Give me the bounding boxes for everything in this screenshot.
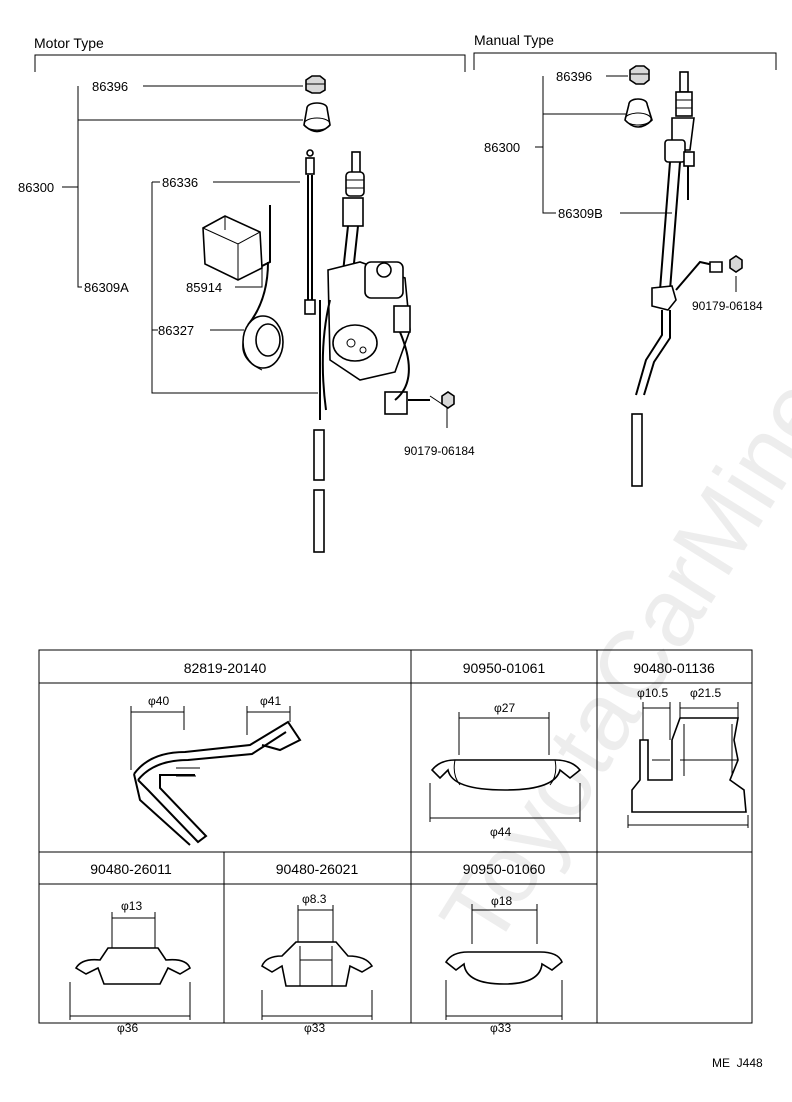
part-no-82819-20140: 82819-20140: [184, 660, 267, 676]
dim-phi8-3: φ8.3: [302, 892, 327, 906]
manual-type-section: Manual Type 86396 86300 86309B 90179-061…: [473, 32, 777, 487]
part-no-90480-01136: 90480-01136: [633, 660, 715, 676]
manual-type-title: Manual Type: [474, 32, 554, 48]
part-no-90480-26021: 90480-26021: [276, 861, 359, 877]
dim-phi27: φ27: [494, 701, 515, 715]
motor-type-title: Motor Type: [34, 35, 104, 51]
dim-phi41: φ41: [260, 694, 281, 708]
label-86309b: 86309B: [558, 206, 603, 221]
motor-type-bracket: [34, 54, 466, 72]
grommet-90950-01061: φ27 φ44: [429, 701, 582, 839]
grommet-90950-01060: φ18 φ33: [444, 894, 563, 1035]
part-no-90950-01060: 90950-01060: [463, 861, 546, 877]
dim-phi40: φ40: [148, 694, 169, 708]
clip-90480-01136: φ10.5 φ21.5: [627, 686, 749, 828]
lower-tube-motor: [313, 429, 325, 553]
table-border: [38, 649, 753, 1024]
clip-90480-26021: φ8.3 φ33: [261, 892, 374, 1035]
clip-90480-26011: φ13 φ36: [69, 899, 191, 1035]
label-90179-manual: 90179-06184: [692, 299, 763, 313]
watermark-text: ToyotaCarMine.ru: [420, 265, 792, 964]
manual-type-bracket: [473, 52, 777, 70]
nut-86396-motor: [305, 75, 326, 94]
motor-leader-lines: [62, 85, 448, 428]
clip-82819-20140: φ40 φ41: [130, 694, 302, 846]
label-86309a: 86309A: [84, 280, 129, 295]
dim-phi10-5: φ10.5: [637, 686, 668, 700]
grommet-86327: [242, 315, 284, 371]
nut-86396-manual: [629, 65, 650, 85]
bushing-86309b: [624, 98, 653, 128]
dim-phi33-b: φ33: [490, 1021, 511, 1035]
label-90179-motor: 90179-06184: [404, 444, 475, 458]
motor-type-section: Motor Type 86396 86300 86336 86309A 8591…: [18, 35, 475, 553]
label-86336: 86336: [162, 175, 198, 190]
label-86300-motor: 86300: [18, 180, 54, 195]
relay-85914: [202, 205, 271, 326]
label-86300-manual: 86300: [484, 140, 520, 155]
dim-phi44: φ44: [490, 825, 511, 839]
lower-tube-manual: [631, 413, 643, 487]
antenna-rod-86336: [304, 149, 316, 315]
manual-bracket-mount: [635, 255, 743, 396]
part-no-90950-01061: 90950-01061: [463, 660, 546, 676]
parts-table: 82819-20140 90950-01061 90480-01136 9048…: [38, 649, 753, 1035]
table-grid: [39, 650, 752, 1023]
footer-code: ME J448: [712, 1056, 763, 1070]
manual-leader-lines: [535, 75, 737, 292]
dim-phi18: φ18: [491, 894, 512, 908]
motor-housing: [319, 261, 443, 420]
dim-phi36: φ36: [117, 1021, 138, 1035]
dim-phi13: φ13: [121, 899, 142, 913]
manual-mast: [659, 71, 695, 291]
nut-90179-motor: [441, 391, 455, 409]
part-no-90480-26011: 90480-26011: [90, 861, 172, 877]
label-86396-manual: 86396: [556, 69, 592, 84]
label-86396-motor: 86396: [92, 79, 128, 94]
label-86327: 86327: [158, 323, 194, 338]
dim-phi21-5: φ21.5: [690, 686, 721, 700]
label-85914: 85914: [186, 280, 222, 295]
bushing-86309a: [303, 102, 331, 133]
dim-phi33-a: φ33: [304, 1021, 325, 1035]
